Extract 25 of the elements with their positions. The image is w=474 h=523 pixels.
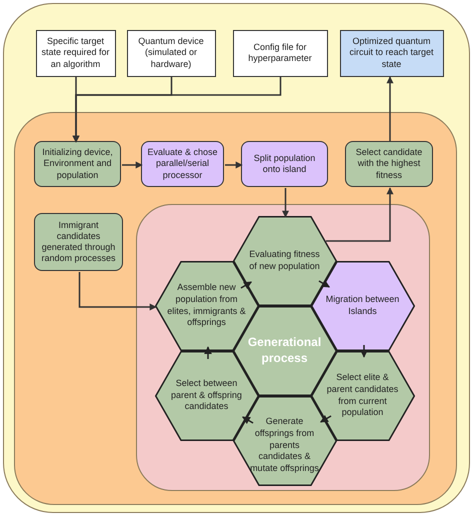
arrow xyxy=(78,272,157,310)
process-box: Initializing device, Environment and population xyxy=(34,141,121,187)
cycle-arrow xyxy=(318,280,330,288)
cycle-arrow xyxy=(204,346,212,359)
cycle-arrow xyxy=(360,345,368,358)
process-box: Split population onto island xyxy=(241,141,328,187)
arrow xyxy=(122,162,143,168)
process-region xyxy=(14,112,456,504)
arrow xyxy=(282,188,289,218)
process-box: Evaluate & chose parallel/serial processor xyxy=(141,141,224,187)
cycle-arrow xyxy=(240,281,252,290)
input-box: Specific target state required for an algorithm xyxy=(36,30,116,76)
arrow xyxy=(386,76,394,142)
arrow xyxy=(72,77,282,143)
process-box: Select candidate with the highest fitness xyxy=(345,141,433,187)
outer-region xyxy=(3,3,470,513)
arrow xyxy=(326,187,394,242)
cycle-arrow xyxy=(242,416,254,424)
input-box: Config file for hyperparameter xyxy=(232,30,328,76)
input-box: Quantum device (simulated or hardware) xyxy=(126,30,216,76)
cycle-arrow xyxy=(320,414,332,423)
island-region xyxy=(136,204,430,491)
output-box: Optimized quantum circuit to reach target state xyxy=(340,30,444,76)
process-box: Immigrant candidates generated through random processes xyxy=(34,213,123,271)
arrow xyxy=(225,162,243,168)
